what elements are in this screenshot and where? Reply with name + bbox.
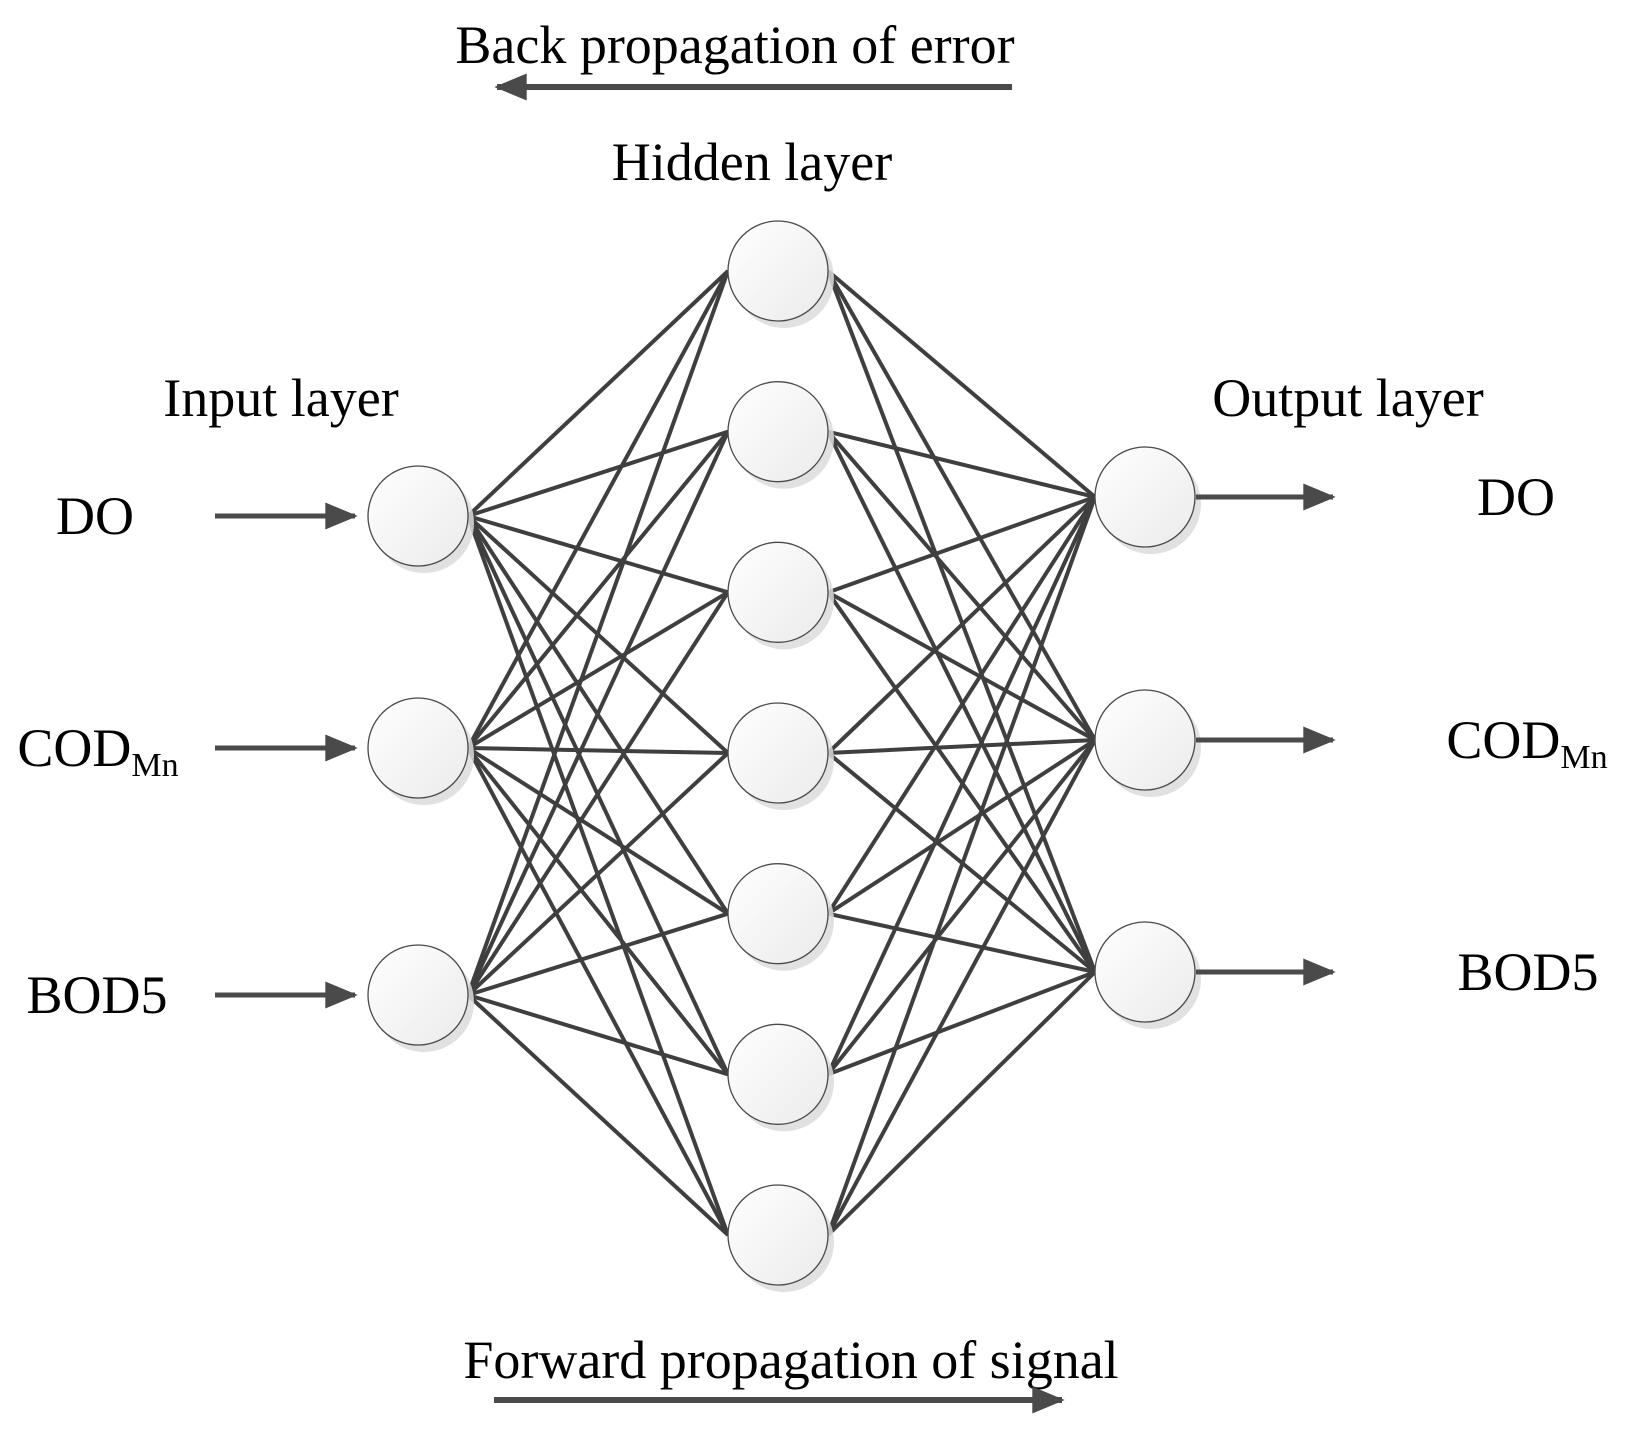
hidden-output-edge	[826, 496, 1097, 1236]
hidden-node-5	[727, 863, 829, 965]
input-hidden-edge	[466, 270, 730, 996]
input-hidden-edge	[467, 746, 729, 755]
input-label-bod5: BOD5	[26, 965, 167, 1025]
back-propagation-caption: Back propagation of error	[455, 15, 1014, 75]
hidden-node-4	[727, 702, 829, 804]
output-label-do: DO	[1477, 467, 1555, 527]
hidden-node-2	[727, 381, 829, 483]
hidden-output-edge	[826, 269, 1097, 499]
hidden-node-3	[727, 541, 829, 643]
input-hidden-edge	[466, 430, 730, 996]
input-node-2	[367, 697, 469, 799]
output-layer-label: Output layer	[1212, 368, 1483, 428]
input-hidden-edge	[466, 269, 730, 518]
input-hidden-edge	[466, 751, 730, 997]
input-hidden-edge	[466, 746, 730, 1076]
input-hidden-edge	[466, 270, 730, 749]
input-hidden-edge	[466, 746, 730, 916]
hidden-output-edge	[827, 495, 1096, 595]
hidden-output-edge	[827, 590, 1096, 742]
hidden-node-1	[727, 220, 829, 322]
connection-edges-group	[466, 269, 1097, 1237]
hidden-output-edge	[827, 911, 1096, 974]
input-hidden-edge	[467, 514, 729, 595]
input-hidden-edge	[467, 429, 729, 518]
input-hidden-edge	[467, 993, 729, 1077]
input-hidden-edge	[467, 911, 729, 997]
output-node-3	[1094, 921, 1196, 1023]
hidden-output-edge	[826, 496, 1097, 1076]
io-arrows-group	[215, 483, 1336, 1009]
hidden-node-6	[727, 1023, 829, 1125]
neuron-nodes-group	[367, 220, 1201, 1292]
output-node-2	[1094, 689, 1196, 791]
input-hidden-edge	[466, 993, 730, 1237]
hidden-output-edge	[826, 270, 1097, 741]
input-hidden-edge	[466, 430, 730, 750]
hidden-output-edge	[826, 970, 1097, 1237]
forward-propagation-caption: Forward propagation of signal	[463, 1330, 1118, 1390]
output-label-bod5: BOD5	[1457, 942, 1598, 1002]
hidden-output-edge	[827, 429, 1096, 499]
input-hidden-edge	[466, 747, 730, 1236]
hidden-output-edge	[827, 970, 1096, 1077]
input-hidden-edge	[466, 590, 730, 750]
input-node-1	[367, 465, 469, 567]
hidden-output-edge	[827, 738, 1096, 755]
input-label-codmn: CODMn	[17, 718, 178, 784]
input-layer-label: Input layer	[163, 368, 398, 428]
hidden-output-edge	[826, 495, 1097, 755]
hidden-output-edge	[826, 270, 1097, 973]
hidden-node-7	[727, 1184, 829, 1286]
hidden-output-edge	[826, 495, 1097, 915]
hidden-output-edge	[826, 738, 1097, 916]
input-node-3	[367, 944, 469, 1046]
input-label-do: DO	[56, 486, 134, 546]
hidden-output-edge	[826, 738, 1097, 1076]
output-label-codmn: CODMn	[1446, 710, 1607, 776]
hidden-output-edge	[826, 739, 1097, 1236]
input-hidden-edge	[466, 591, 730, 997]
output-node-1	[1094, 446, 1196, 548]
hidden-layer-label: Hidden layer	[612, 132, 892, 192]
hidden-output-edge	[826, 430, 1097, 742]
